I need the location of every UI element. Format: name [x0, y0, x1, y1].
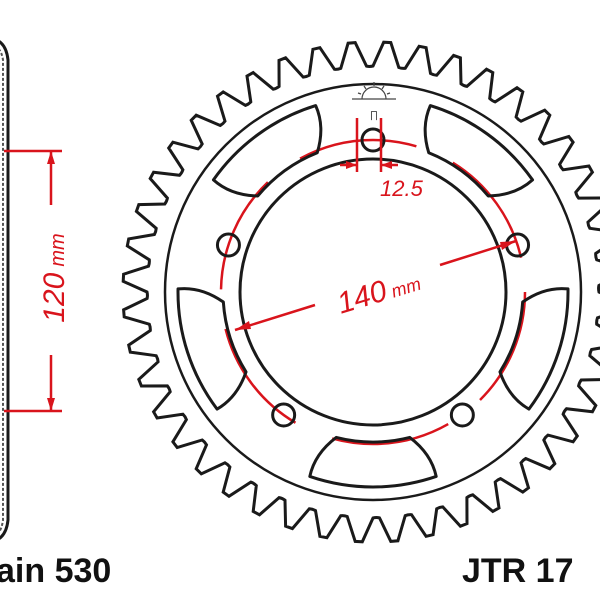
bolt-hole: [360, 127, 386, 153]
lightening-window: [498, 287, 570, 411]
part-number-label: JTR 17: [462, 552, 574, 590]
svg-text:∏: ∏: [370, 110, 378, 121]
lightening-window: [308, 435, 438, 489]
bolt-circle-dimension: [234, 118, 517, 332]
lightening-window: [423, 104, 535, 198]
height-dimension-label: 120mm: [38, 233, 71, 322]
center-bore: [238, 157, 508, 427]
lightening-window: [211, 104, 323, 198]
bolt-hole: [271, 402, 297, 428]
chain-size-label: ain 530: [0, 552, 112, 590]
bolt-hole: [449, 402, 475, 428]
sprocket-side-view: [0, 40, 10, 540]
height-dimension: [4, 149, 62, 413]
brand-logo-icon: ∏: [352, 82, 396, 121]
inner-ring-line: [163, 82, 583, 502]
bolt-circle-label: 140mm: [333, 264, 424, 320]
bolt-circle-line: [219, 138, 527, 446]
lightening-window: [176, 287, 248, 411]
sprocket-teeth-outline: [121, 40, 600, 544]
bolt-hole: [215, 232, 241, 258]
sprocket-front-view: [121, 40, 600, 544]
bolt-hole-label: 12.5: [380, 176, 424, 201]
